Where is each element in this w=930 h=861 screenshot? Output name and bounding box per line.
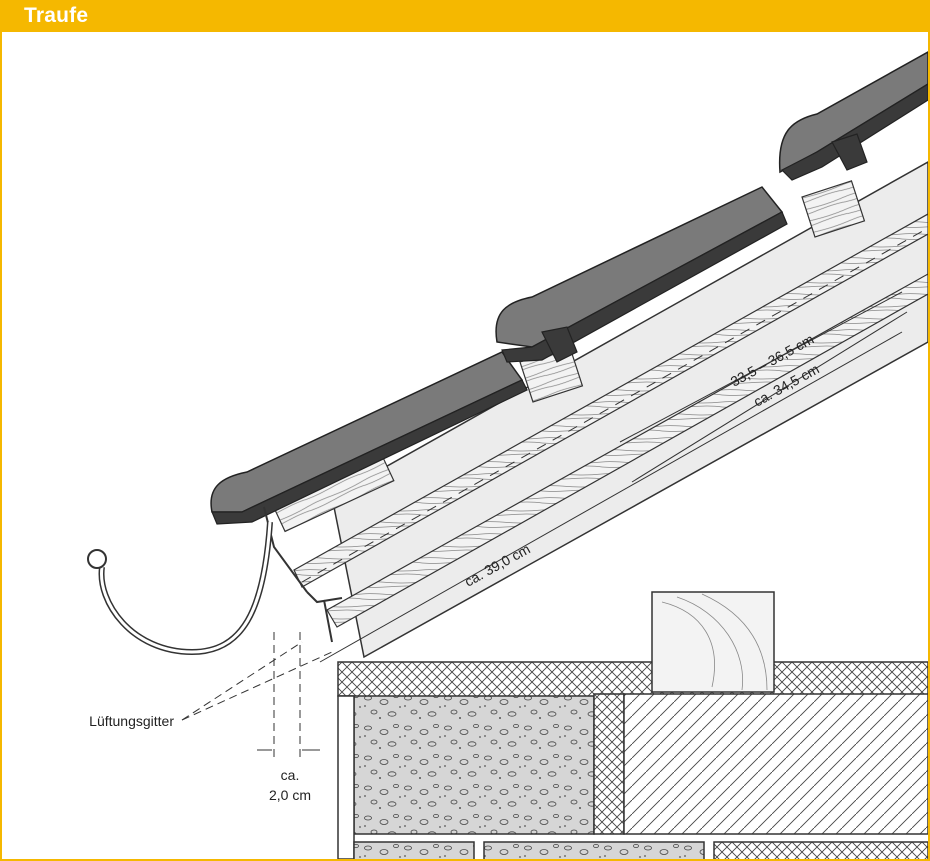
roof-tile [210, 351, 524, 513]
roof-tile [495, 186, 784, 348]
wall-plate [651, 591, 775, 693]
gap-label-line1: ca. [281, 767, 300, 783]
inner-wall [623, 693, 928, 835]
roof-tile-edge [211, 379, 528, 525]
gap-label-line2: 2,0 cm [269, 787, 311, 803]
lower-block [713, 841, 928, 859]
ring-beam [337, 661, 928, 697]
counter-batten [293, 213, 928, 628]
wall-insulation [593, 693, 625, 835]
eaves-flashing [263, 506, 343, 643]
roof-tile-edge [780, 83, 928, 181]
tile-nib [541, 326, 578, 363]
leader-line [181, 651, 333, 721]
roof-tiles [210, 51, 928, 525]
dimension-lines [181, 291, 908, 762]
leader-line [181, 641, 303, 721]
tile-nib [831, 133, 868, 171]
dimension-line-batten [631, 311, 908, 483]
eaves-diagram: Lüftungsgitter ca. 2,0 cm 33,5 – 36,5 cm… [87, 51, 928, 859]
outer-render [337, 695, 355, 859]
wall-structure [337, 661, 928, 859]
ventilation-grille-label: Lüftungsgitter [89, 713, 174, 729]
roof-tile [778, 51, 928, 174]
page-title: Traufe [24, 4, 89, 27]
roof-tile-edge [501, 211, 788, 363]
gutter [87, 521, 273, 656]
lower-block [483, 841, 705, 859]
header-bar: Traufe [2, 2, 928, 32]
concrete-block [353, 693, 595, 835]
lower-block [353, 841, 475, 859]
dimension-line-eaves [319, 331, 903, 663]
dimension-line-range [619, 291, 903, 443]
